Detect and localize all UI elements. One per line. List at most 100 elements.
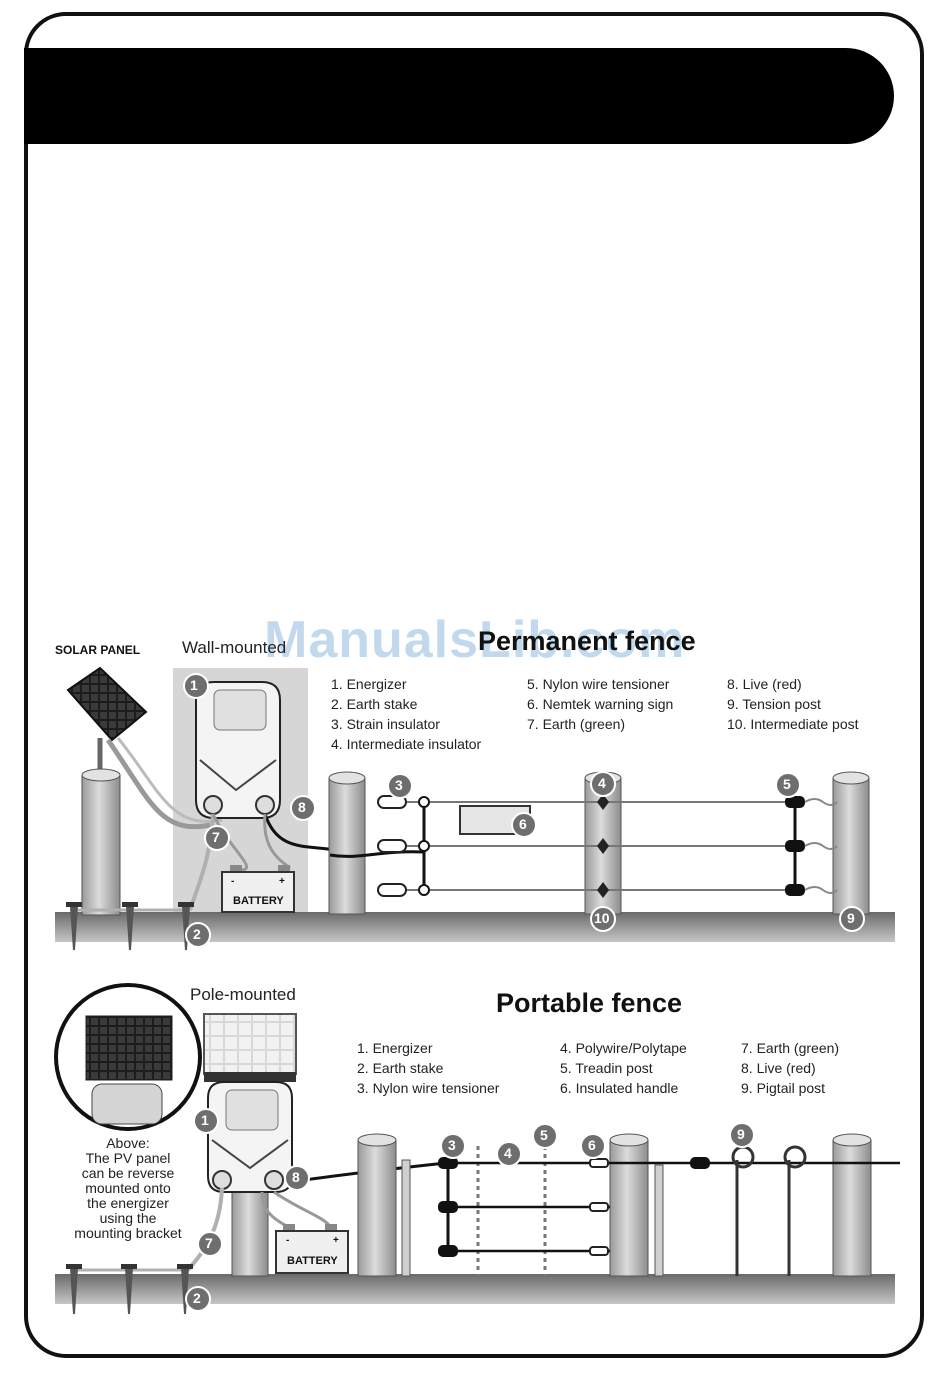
tension-post	[328, 777, 366, 915]
solar-cable	[116, 737, 223, 823]
solar-cable	[105, 738, 211, 830]
legend-item: 7. Earth (green)	[741, 1040, 840, 1056]
callout-number: 1	[190, 677, 198, 693]
intermediate-insulators	[597, 794, 609, 898]
caption-line: the energizer	[87, 1195, 169, 1211]
legend-item: 3. Nylon wire tensioner	[357, 1080, 500, 1096]
battery-minus: -	[286, 1235, 290, 1246]
legend-item: 10. Intermediate post	[727, 716, 859, 732]
caption-line: mounting bracket	[74, 1225, 182, 1241]
callout-circle	[197, 1231, 223, 1257]
callout-circle	[590, 771, 616, 797]
callout-circle	[511, 812, 537, 838]
caption-line: Above:	[106, 1135, 150, 1151]
legend-item: 8. Live (red)	[727, 676, 802, 692]
callout-circle	[387, 773, 413, 799]
callout-number: 1	[201, 1112, 209, 1128]
legend-item: 1. Energizer	[331, 676, 407, 692]
battery-lead	[273, 1190, 332, 1228]
callout-circle	[290, 795, 316, 821]
legend-item: 9. Pigtail post	[741, 1080, 826, 1096]
callout-circle	[183, 673, 209, 699]
battery-minus: -	[231, 876, 235, 887]
callout-circle	[590, 906, 616, 932]
solar-pole-top	[81, 768, 121, 782]
caption-line: can be reverse	[81, 1165, 175, 1181]
callout-circle	[440, 1133, 466, 1159]
battery-portable	[275, 1224, 349, 1274]
callout-number: 10	[594, 910, 610, 926]
callout-number: 3	[395, 777, 403, 793]
callout-number: 9	[737, 1126, 745, 1142]
pole-mounted-label: Pole-mounted	[190, 985, 296, 1004]
legend-item: 1. Energizer	[357, 1040, 433, 1056]
callout-number: 8	[292, 1169, 300, 1185]
callout-circle	[193, 1108, 219, 1134]
callout-circle	[839, 906, 865, 932]
earth-stakes	[66, 902, 194, 950]
caption-line: The PV panel	[85, 1150, 171, 1166]
callout-number: 4	[504, 1145, 512, 1161]
portable-fence-title: Portable fence	[496, 988, 683, 1018]
thin-post	[401, 1159, 411, 1277]
treadin-posts	[476, 1146, 547, 1276]
callout-number: 7	[212, 829, 220, 845]
legend-item: 6. Insulated handle	[560, 1080, 679, 1096]
tension-post	[832, 777, 870, 915]
callout-circle	[775, 772, 801, 798]
callout-circle	[496, 1141, 522, 1167]
wire-tensioners	[785, 796, 838, 896]
solar-panel-label: SOLAR PANEL	[55, 643, 141, 657]
legend-item: 2. Earth stake	[331, 696, 418, 712]
callout-number: 9	[847, 910, 855, 926]
callout-number: 6	[588, 1137, 596, 1153]
permanent-fence-title: Permanent fence	[478, 626, 696, 656]
battery-plus: +	[333, 1235, 339, 1246]
legend-item: 9. Tension post	[727, 696, 821, 712]
pigtail-posts	[731, 1145, 807, 1276]
energizer-portable	[207, 1081, 293, 1193]
battery-label: BATTERY	[233, 895, 284, 907]
legend-item: 2. Earth stake	[357, 1060, 444, 1076]
battery-plus: +	[279, 876, 285, 887]
inset-detail	[54, 983, 202, 1131]
caption-line: mounted onto	[85, 1180, 171, 1196]
solar-pole	[81, 774, 121, 916]
legend-item: 5. Nylon wire tensioner	[527, 676, 670, 692]
callout-circle	[729, 1122, 755, 1148]
polywires	[446, 1161, 900, 1253]
watermark: ManualsLib.com	[264, 611, 686, 669]
legend-item: 4. Polywire/Polytape	[560, 1040, 687, 1056]
callout-number: 6	[519, 816, 527, 832]
callout-number: 5	[540, 1127, 548, 1143]
callout-circle	[185, 1286, 211, 1312]
callout-circle	[532, 1123, 558, 1149]
caption-line: using the	[99, 1210, 157, 1226]
pv-panel-light	[203, 1013, 297, 1075]
callout-number: 8	[298, 799, 306, 815]
legend-item: 3. Strain insulator	[331, 716, 440, 732]
callout-circle	[580, 1133, 606, 1159]
callout-number: 3	[448, 1137, 456, 1153]
legend-item: 7. Earth (green)	[527, 716, 626, 732]
wire-tensioners	[438, 1157, 710, 1257]
insulated-handles	[589, 1158, 609, 1256]
callout-circle	[185, 922, 211, 948]
energizer-wall	[195, 681, 281, 819]
mounting-bracket	[204, 1072, 296, 1082]
end-post	[357, 1139, 397, 1277]
legend-item: 4. Intermediate insulator	[331, 736, 482, 752]
callout-number: 5	[783, 776, 791, 792]
legend-item: 6. Nemtek warning sign	[527, 696, 674, 712]
battery-label: BATTERY	[287, 1255, 338, 1267]
callout-number: 2	[193, 1290, 201, 1306]
callout-number: 4	[598, 775, 606, 791]
battery-lead	[211, 813, 249, 872]
header-bar	[24, 48, 894, 144]
earth-stakes	[66, 1264, 193, 1314]
callout-number: 2	[193, 926, 201, 942]
inset-caption: Above: The PV panel can be reverse mount…	[58, 1136, 198, 1241]
wall-mounted-label: Wall-mounted	[182, 638, 287, 657]
legend-item: 5. Treadin post	[560, 1060, 653, 1076]
